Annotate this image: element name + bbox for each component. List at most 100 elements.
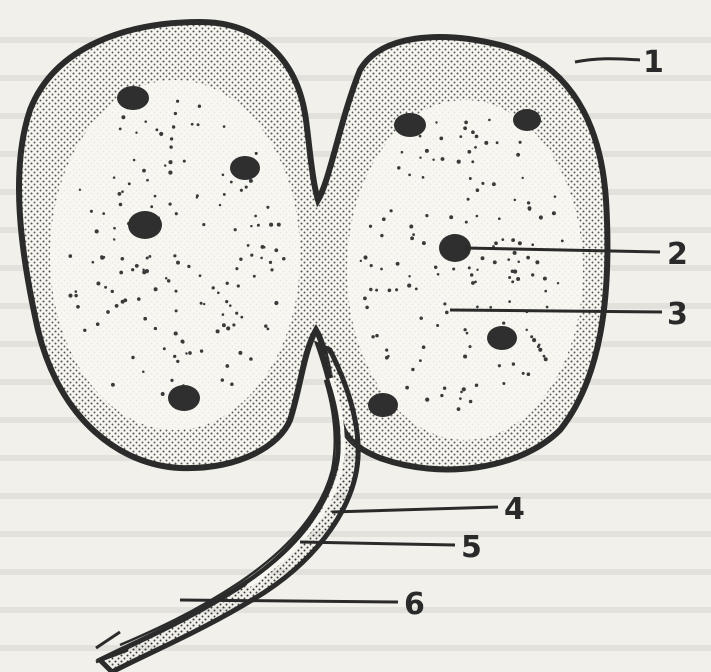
stipple-dot <box>463 354 467 358</box>
stipple-dot <box>489 306 492 309</box>
stipple-dot <box>468 345 471 348</box>
stipple-dot <box>365 306 369 310</box>
stipple-dot <box>369 225 372 228</box>
stipple-dot <box>422 345 426 349</box>
stipple-dot <box>466 332 469 335</box>
stipple-dot <box>405 386 409 390</box>
stipple-dot <box>113 176 116 179</box>
stipple-dot <box>269 261 272 264</box>
stipple-dot <box>118 192 122 196</box>
stipple-dot <box>113 227 116 230</box>
stipple-dot <box>174 112 177 115</box>
stipple-dot <box>434 265 437 268</box>
stipple-dot <box>266 327 269 330</box>
stipple-dot <box>143 317 147 321</box>
stipple-dot <box>183 160 186 163</box>
stipple-dot <box>111 290 114 293</box>
stipple-dot <box>527 372 531 376</box>
stipple-dot <box>237 284 240 287</box>
stipple-dot <box>100 255 103 258</box>
stipple-dot <box>200 349 203 352</box>
stipple-dot <box>370 264 373 267</box>
stipple-dot <box>257 224 260 227</box>
stipple-dot <box>92 261 95 264</box>
stipple-dot <box>375 334 379 338</box>
stipple-dot <box>371 335 374 338</box>
stipple-dot <box>538 348 542 352</box>
stipple-dot <box>196 194 199 197</box>
stipple-dot <box>76 305 80 309</box>
stipple-dot <box>260 257 263 260</box>
stipple-dot <box>469 400 473 404</box>
stipple-dot <box>457 160 461 164</box>
stipple-dot <box>235 312 238 315</box>
stipple-dot <box>282 257 286 261</box>
stipple-dot <box>121 115 125 119</box>
stipple-dot <box>154 287 158 291</box>
stipple-dot <box>443 387 446 390</box>
stipple-dot <box>155 128 158 131</box>
stipple-dot <box>230 181 233 184</box>
stipple-dot <box>475 135 479 139</box>
stipple-dot <box>188 351 192 355</box>
stipple-dot <box>217 291 220 294</box>
stipple-dot <box>119 127 122 130</box>
stipple-dot <box>68 254 72 258</box>
stipple-dot <box>470 273 473 276</box>
stipple-dot <box>172 125 175 128</box>
stipple-dot <box>121 300 125 304</box>
stipple-dot <box>476 215 479 218</box>
stipple-dot <box>363 297 367 301</box>
stipple-dot <box>552 211 556 215</box>
stipple-dot <box>263 246 266 249</box>
stipple-dot <box>274 301 278 305</box>
stipple-dot <box>385 349 388 352</box>
stipple-dot <box>369 288 372 291</box>
stipple-dot <box>436 324 439 327</box>
stipple-dot <box>240 189 243 192</box>
stipple-dot <box>121 257 125 261</box>
stipple-dot <box>474 281 477 284</box>
leader-3 <box>450 310 662 312</box>
stipple-dot <box>539 215 543 219</box>
stipple-dot <box>115 304 119 308</box>
stipple-dot <box>415 288 418 291</box>
stipple-dot <box>441 157 445 161</box>
stipple-dot <box>225 300 228 303</box>
stipple-dot <box>449 215 453 219</box>
stipple-dot <box>471 160 474 163</box>
stipple-dot <box>90 210 93 213</box>
stipple-dot <box>521 177 523 179</box>
stipple-dot <box>223 125 226 128</box>
stipple-dot <box>527 201 530 204</box>
stipple-dot <box>121 190 124 193</box>
stipple-dot <box>253 275 256 278</box>
stipple-dot <box>408 174 411 177</box>
stipple-dot <box>74 294 77 297</box>
stipple-dot <box>106 310 110 314</box>
stipple-dot <box>544 290 547 293</box>
stipple-dot <box>459 135 462 138</box>
nucleus <box>168 385 200 411</box>
stipple-dot <box>522 372 525 375</box>
stipple-dot <box>222 313 225 316</box>
stipple-dot <box>170 137 173 140</box>
stipple-dot <box>557 282 559 284</box>
stipple-dot <box>425 149 429 153</box>
stipple-dot <box>69 294 73 298</box>
stipple-dot <box>198 105 201 108</box>
stipple-dot <box>131 268 134 271</box>
stipple-dot <box>175 212 178 215</box>
stipple-dot <box>225 364 229 368</box>
stipple-dot <box>528 206 532 210</box>
stipple-dot <box>239 257 242 260</box>
stipple-dot <box>513 270 517 274</box>
stipple-dot <box>514 199 517 202</box>
nucleus <box>487 326 517 350</box>
stipple-dot <box>176 100 179 103</box>
stipple-dot <box>119 203 123 207</box>
stipple-dot <box>411 368 414 371</box>
stipple-dot <box>493 260 497 264</box>
stipple-dot <box>516 277 520 281</box>
